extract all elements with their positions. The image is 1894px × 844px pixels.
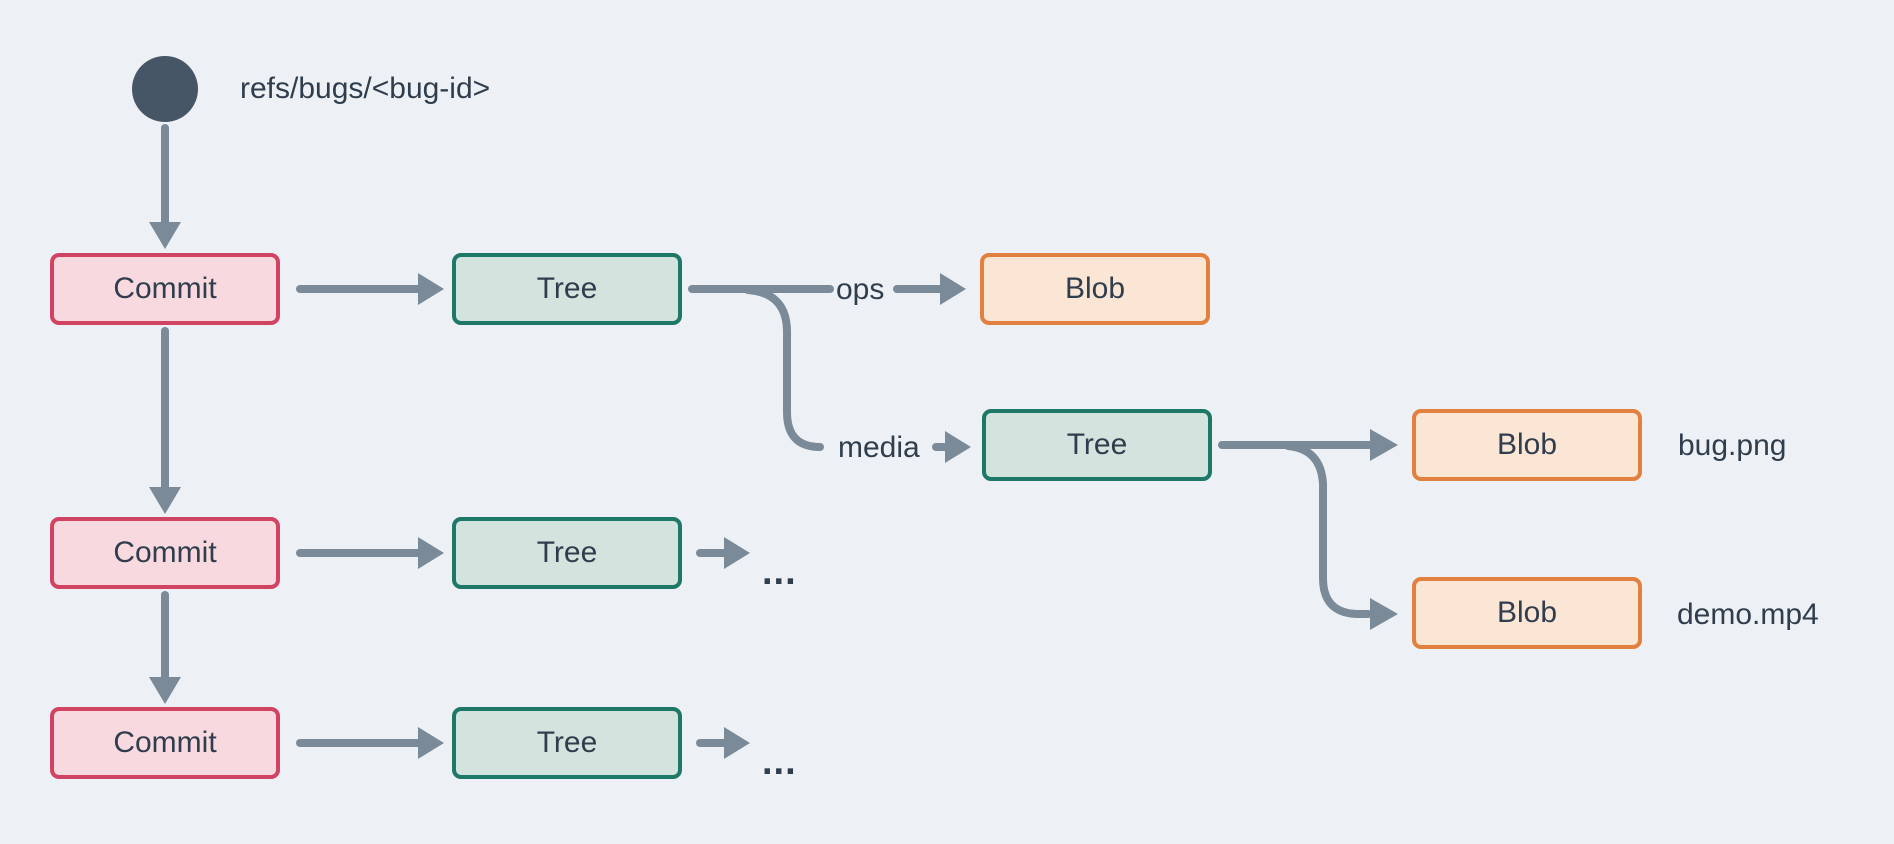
blob-node-demo-mp4-label: Blob: [1496, 596, 1558, 629]
arrowhead-commit3-to-tree: [418, 727, 444, 759]
tree-node-row3-label: Tree: [536, 726, 598, 759]
arrowhead-media-to-tree2: [945, 431, 971, 463]
tree-node-row3: Tree: [452, 707, 682, 779]
blob-node-ops-label: Blob: [1064, 272, 1126, 305]
arrowhead-commit2-to-commit3: [149, 677, 181, 704]
commit-node-3: Commit: [50, 707, 280, 779]
tree-node-row2-label: Tree: [536, 536, 598, 569]
arrowhead-tree-row2-truncated: [724, 537, 750, 569]
blob-node-bug-png-label: Blob: [1496, 428, 1558, 461]
ref-circle: [132, 56, 198, 122]
arrowhead-commit1-to-tree1: [418, 273, 444, 305]
arrowhead-commit1-to-commit2: [149, 487, 181, 514]
commit-node-2-label: Commit: [113, 536, 217, 569]
commit-node-1: Commit: [50, 253, 280, 325]
edge-label-media: media: [838, 431, 920, 464]
ellipsis-row3: ...: [762, 741, 797, 783]
ellipsis-row2: ...: [762, 551, 797, 593]
tree-node-row2: Tree: [452, 517, 682, 589]
arrowhead-commit2-to-tree: [418, 537, 444, 569]
arrowhead-tree2-to-blob-bug: [1370, 429, 1398, 461]
edge-tree1-branch-media: [744, 286, 824, 451]
blob-node-ops: Blob: [980, 253, 1210, 325]
blob-node-bug-png: Blob: [1412, 409, 1642, 481]
arrowhead-ops-to-blob: [940, 273, 966, 305]
tree-node-media: Tree: [982, 409, 1212, 481]
file-label-demo-mp4: demo.mp4: [1677, 598, 1819, 631]
arrowhead-tree-row3-truncated: [724, 727, 750, 759]
blob-node-demo-mp4: Blob: [1412, 577, 1642, 649]
commit-node-3-label: Commit: [113, 726, 217, 759]
tree-node-media-label: Tree: [1066, 428, 1128, 461]
edge-label-ops: ops: [836, 273, 885, 306]
commit-node-1-label: Commit: [113, 272, 217, 305]
file-label-bug-png: bug.png: [1678, 429, 1787, 462]
tree-node-1: Tree: [452, 253, 682, 325]
arrowhead-tree2-to-blob-demo: [1370, 598, 1398, 630]
commit-node-2: Commit: [50, 517, 280, 589]
ref-label: refs/bugs/<bug-id>: [240, 72, 491, 105]
edge-tree2-branch-demo: [1284, 442, 1372, 618]
arrowhead-ref-to-commit1: [149, 222, 181, 249]
tree-node-1-label: Tree: [536, 272, 598, 305]
